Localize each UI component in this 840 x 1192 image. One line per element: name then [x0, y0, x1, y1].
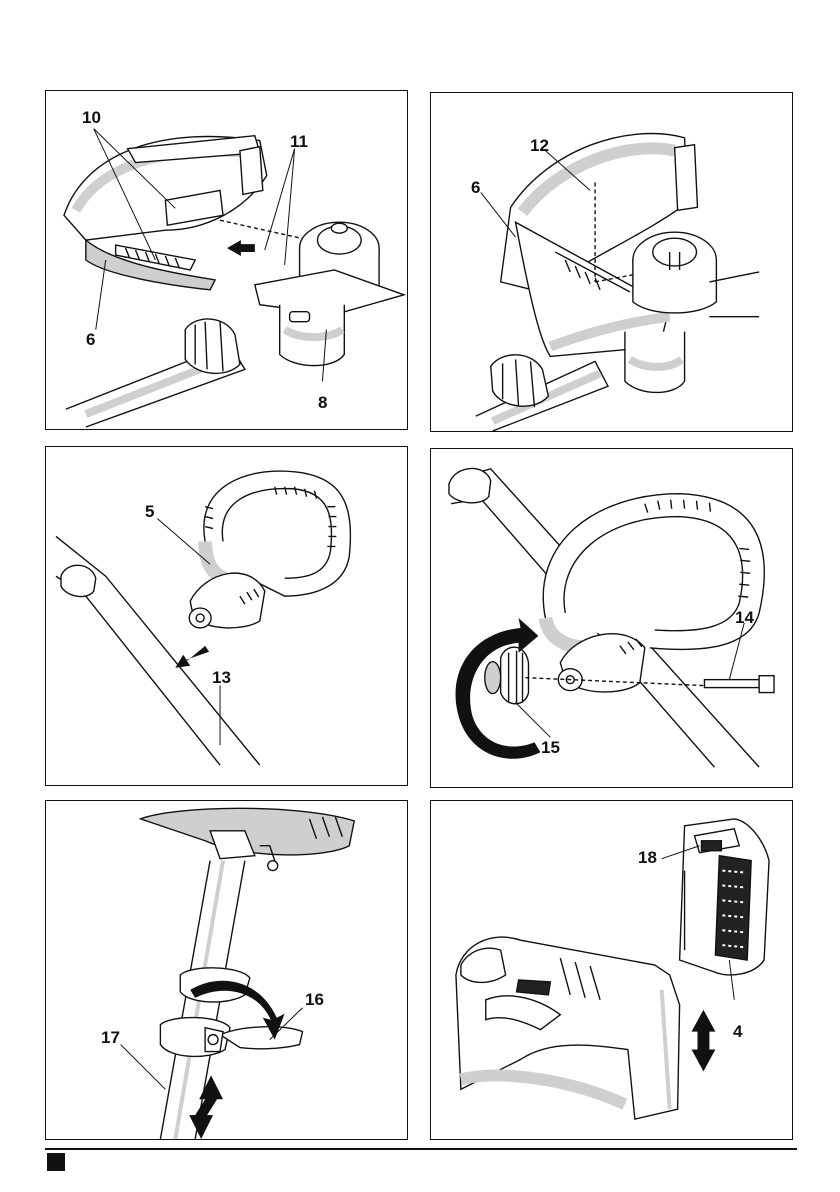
- callout-label: 6: [86, 331, 95, 348]
- callout-label: 10: [82, 109, 101, 126]
- double-arrow-icon: [189, 1075, 223, 1139]
- double-arrow-icon: [692, 1010, 716, 1072]
- callout-label: 11: [290, 133, 308, 150]
- figure-panel-guard-fitted: 12 6: [430, 92, 793, 432]
- page-marker-square: [47, 1153, 65, 1171]
- figure-panel-battery-insertion: 18 4: [430, 800, 793, 1140]
- figure-panel-telescopic-shaft: 16 17: [45, 800, 408, 1140]
- callout-label: 18: [638, 849, 657, 866]
- callout-label: 5: [145, 503, 154, 520]
- battery-insertion-illustration: [431, 801, 792, 1139]
- callout-label: 6: [471, 179, 480, 196]
- callout-label: 8: [318, 394, 327, 411]
- guard-fitted-illustration: [431, 93, 792, 431]
- callout-label: 12: [530, 137, 549, 154]
- callout-label: 13: [212, 669, 231, 686]
- arrow-icon: [175, 646, 209, 668]
- telescopic-shaft-illustration: [46, 801, 407, 1139]
- figure-panel-guard-assembly: 10 11 6 8: [45, 90, 408, 430]
- figure-panel-auxiliary-handle: 5 13: [45, 446, 408, 786]
- figure-panel-handle-bolt: 14 15: [430, 448, 793, 788]
- callout-label: 15: [541, 739, 560, 756]
- callout-label: 14: [735, 609, 754, 626]
- callout-label: 16: [305, 991, 324, 1008]
- callout-label: 4: [733, 1023, 742, 1040]
- guard-assembly-illustration: [46, 91, 407, 429]
- callout-label: 17: [101, 1029, 120, 1046]
- footer-rule: [45, 1148, 797, 1150]
- auxiliary-handle-illustration: [46, 447, 407, 785]
- arrow-icon: [227, 240, 255, 256]
